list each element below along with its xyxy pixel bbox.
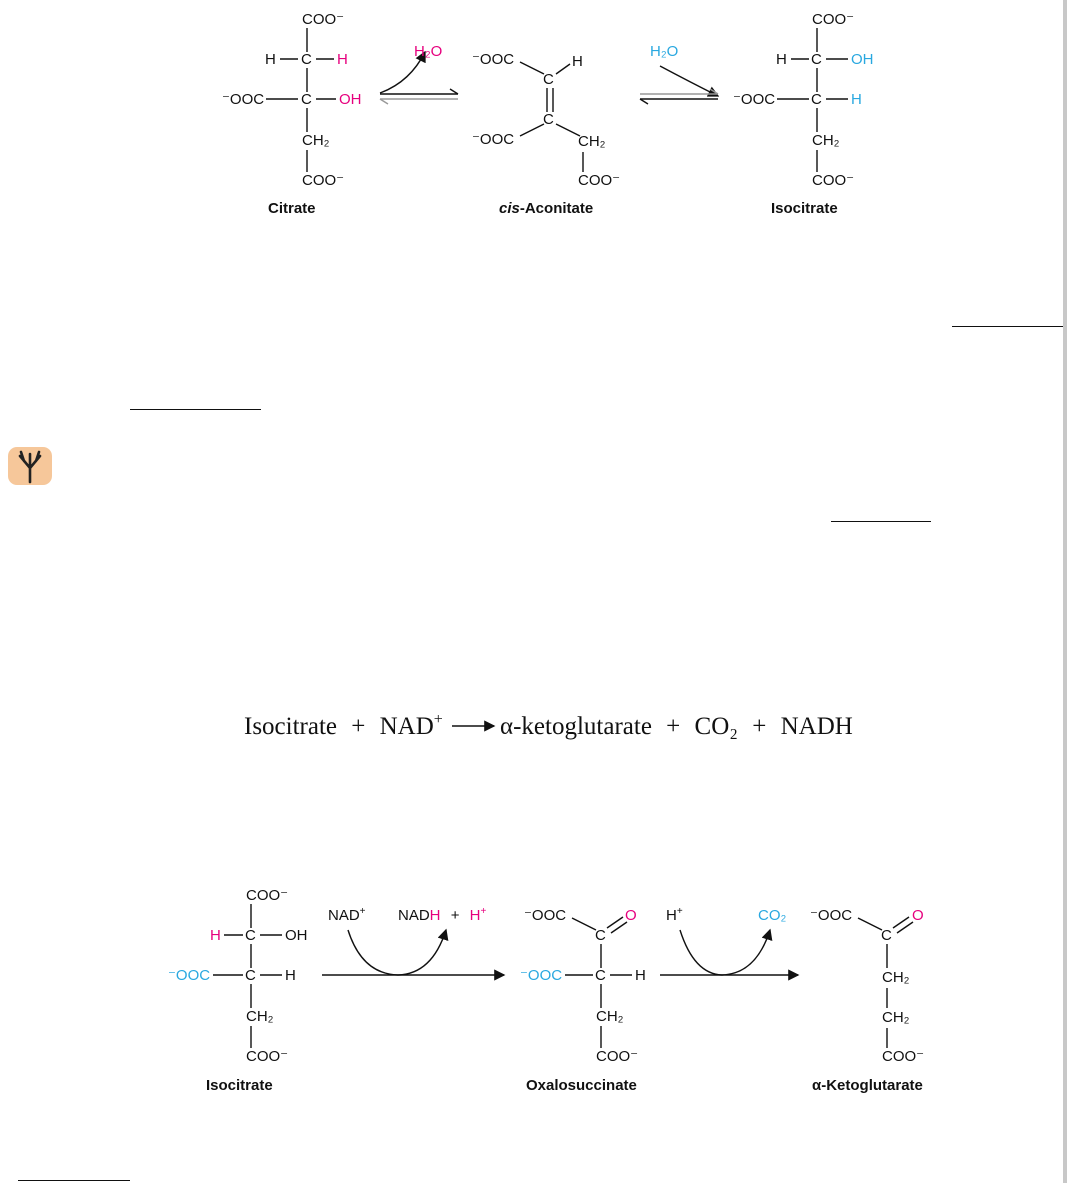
iso2-h: H bbox=[210, 927, 221, 944]
aconitate-c-mid: C bbox=[543, 111, 554, 128]
equilibrium-arrow-dehydration: H₂O bbox=[379, 43, 459, 105]
aconitate-ooc-mid: ⁻OOC bbox=[472, 131, 514, 148]
iso2-ooc: ⁻OOC bbox=[168, 967, 210, 984]
aconitate-c-top: C bbox=[543, 71, 554, 88]
isocitrate-h-left: H bbox=[776, 51, 787, 68]
akg-c-top: C bbox=[881, 927, 892, 944]
aconitate-ooc-top: ⁻OOC bbox=[472, 51, 514, 68]
isocitrate-label-bottom: Isocitrate bbox=[206, 1077, 273, 1094]
oxalo-ch2: CH₂ bbox=[596, 1008, 624, 1025]
aconitate-h: H bbox=[572, 53, 583, 70]
equation-products: α-ketoglutarate + CO₂ + NADH bbox=[500, 713, 853, 740]
oxalo-c-top: C bbox=[595, 927, 606, 944]
oxalosuccinate-structure: ⁻OOC C O ⁻OOC C H CH₂ COO⁻ Oxalosuccinat… bbox=[520, 907, 646, 1094]
oxidation-arrow: NAD+ NADH + H+ bbox=[322, 906, 506, 981]
citrate-c2: C bbox=[301, 91, 312, 108]
nad-plus-label: NAD+ bbox=[328, 906, 366, 924]
isocitrate-ooc: ⁻OOC bbox=[733, 91, 775, 108]
isocitrate-structure-top: COO⁻ H C OH ⁻OOC C H CH₂ COO⁻ Isocitrate bbox=[733, 11, 874, 217]
alpha-ketoglutarate-structure: ⁻OOC C O CH₂ CH₂ COO⁻ α-Ketoglutarate bbox=[810, 907, 924, 1094]
citrate-h-left: H bbox=[265, 51, 276, 68]
citrate-structure: COO⁻ H C H ⁻OOC C OH CH₂ COO⁻ Citrate bbox=[222, 11, 362, 217]
isocitrate-ch2: CH₂ bbox=[812, 132, 840, 149]
equilibrium-arrow-hydration: H₂O bbox=[639, 43, 720, 105]
cis-aconitate-label: cis-Aconitate bbox=[499, 200, 593, 217]
isocitrate-structure-bottom: COO⁻ H C OH ⁻OOC C H CH₂ COO⁻ Isocitrate bbox=[168, 887, 308, 1094]
oxalo-o: O bbox=[625, 907, 637, 924]
citrate-top-carboxylate: COO⁻ bbox=[302, 11, 344, 28]
isocitrate-h-right: H bbox=[851, 91, 862, 108]
nadh-plus-proton-label: NADH + H+ bbox=[398, 906, 486, 924]
iso2-c2: C bbox=[245, 967, 256, 984]
akg-o: O bbox=[912, 907, 924, 924]
water-added-label: H₂O bbox=[650, 43, 678, 60]
citrate-ooc: ⁻OOC bbox=[222, 91, 264, 108]
isocitrate-bottom-carboxylate: COO⁻ bbox=[812, 172, 854, 189]
tree-branch-icon[interactable] bbox=[7, 446, 53, 486]
isocitrate-c2: C bbox=[811, 91, 822, 108]
iso2-ch2: CH₂ bbox=[246, 1008, 274, 1025]
akg-ch2-a: CH₂ bbox=[882, 969, 910, 986]
oxalo-c2: C bbox=[595, 967, 606, 984]
co2-released-label: CO₂ bbox=[758, 907, 787, 924]
citrate-oh: OH bbox=[339, 91, 362, 108]
oxalo-bottom-carboxylate: COO⁻ bbox=[596, 1048, 638, 1065]
aconitate-bottom-carboxylate: COO⁻ bbox=[578, 172, 620, 189]
iso2-oh: OH bbox=[285, 927, 308, 944]
oxalo-h: H bbox=[635, 967, 646, 984]
isocitrate-oh: OH bbox=[851, 51, 874, 68]
link-underline-3[interactable] bbox=[831, 521, 931, 522]
iso2-c1: C bbox=[245, 927, 256, 944]
iso2-h2: H bbox=[285, 967, 296, 984]
akg-ch2-b: CH₂ bbox=[882, 1009, 910, 1026]
aconitate-ch2: CH₂ bbox=[578, 133, 606, 150]
link-underline-4[interactable] bbox=[18, 1180, 130, 1181]
water-released-label: H₂O bbox=[414, 43, 442, 60]
isocitrate-label-top: Isocitrate bbox=[771, 200, 838, 217]
iso2-top-carboxylate: COO⁻ bbox=[246, 887, 288, 904]
akg-bottom-carboxylate: COO⁻ bbox=[882, 1048, 924, 1065]
alpha-ketoglutarate-label: α-Ketoglutarate bbox=[812, 1077, 923, 1094]
citrate-label: Citrate bbox=[268, 200, 316, 217]
link-underline-2[interactable] bbox=[130, 409, 261, 410]
iso2-bottom-carboxylate: COO⁻ bbox=[246, 1048, 288, 1065]
citrate-c1: C bbox=[301, 51, 312, 68]
citrate-h-right: H bbox=[337, 51, 348, 68]
isocitrate-top-carboxylate: COO⁻ bbox=[812, 11, 854, 28]
overall-equation: Isocitrate + NAD+ α-ketoglutarate + CO₂ … bbox=[244, 711, 853, 740]
cis-aconitate-structure: ⁻OOC C H C ⁻OOC CH₂ COO⁻ cis-Aconitate bbox=[472, 51, 620, 217]
citrate-bottom-carboxylate: COO⁻ bbox=[302, 172, 344, 189]
isocitrate-c1: C bbox=[811, 51, 822, 68]
equation-text: Isocitrate + NAD+ bbox=[244, 711, 443, 740]
page-edge-scrollbar[interactable] bbox=[1063, 0, 1067, 1183]
oxalosuccinate-label: Oxalosuccinate bbox=[526, 1077, 637, 1094]
link-underline-1[interactable] bbox=[952, 326, 1066, 327]
citrate-ch2: CH₂ bbox=[302, 132, 330, 149]
akg-ooc-top: ⁻OOC bbox=[810, 907, 852, 924]
oxalo-ooc-top: ⁻OOC bbox=[524, 907, 566, 924]
oxalo-ooc: ⁻OOC bbox=[520, 967, 562, 984]
decarboxylation-arrow: H+ CO₂ bbox=[660, 906, 800, 981]
decarb-proton-label: H+ bbox=[666, 906, 683, 924]
